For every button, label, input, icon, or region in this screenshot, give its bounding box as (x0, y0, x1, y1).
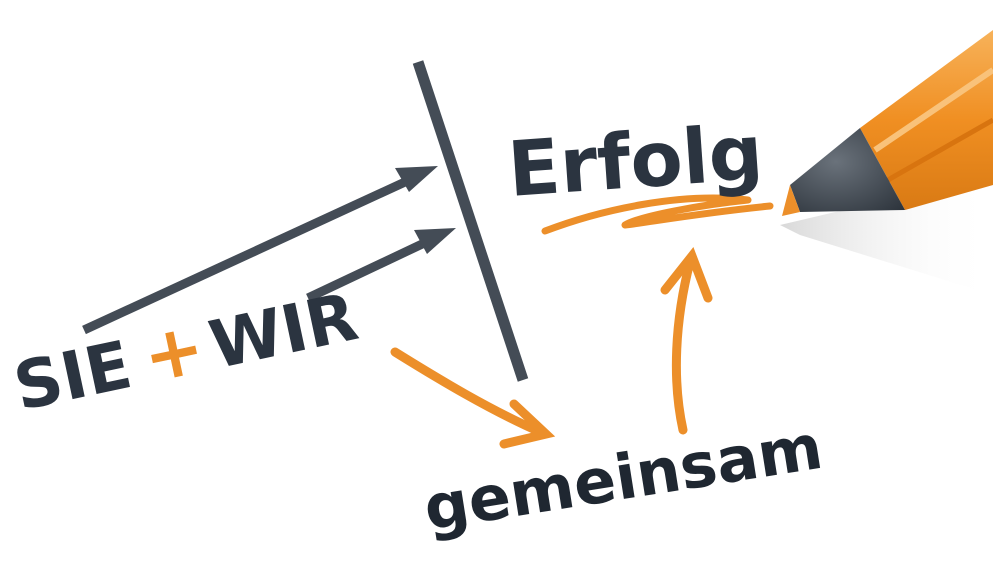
erfolg-underline (541, 194, 774, 235)
orange-arrow-to-erfolg (660, 247, 713, 435)
plus-sign: + (135, 305, 211, 400)
word-sie: SIE (7, 326, 138, 426)
word-gemeinsam: gemeinsam (419, 410, 827, 545)
pencil-shadow (780, 175, 993, 295)
divider-line (412, 60, 529, 382)
gray-arrow-lower (306, 228, 456, 303)
gray-arrow-upper (82, 166, 438, 335)
word-wir: WIR (203, 278, 364, 384)
sie-wir-label: SIE + WIR (7, 278, 364, 426)
word-erfolg: Erfolg (505, 107, 766, 214)
pencil-icon (782, 30, 993, 216)
orange-arrow-to-gemeinsam (390, 347, 556, 449)
